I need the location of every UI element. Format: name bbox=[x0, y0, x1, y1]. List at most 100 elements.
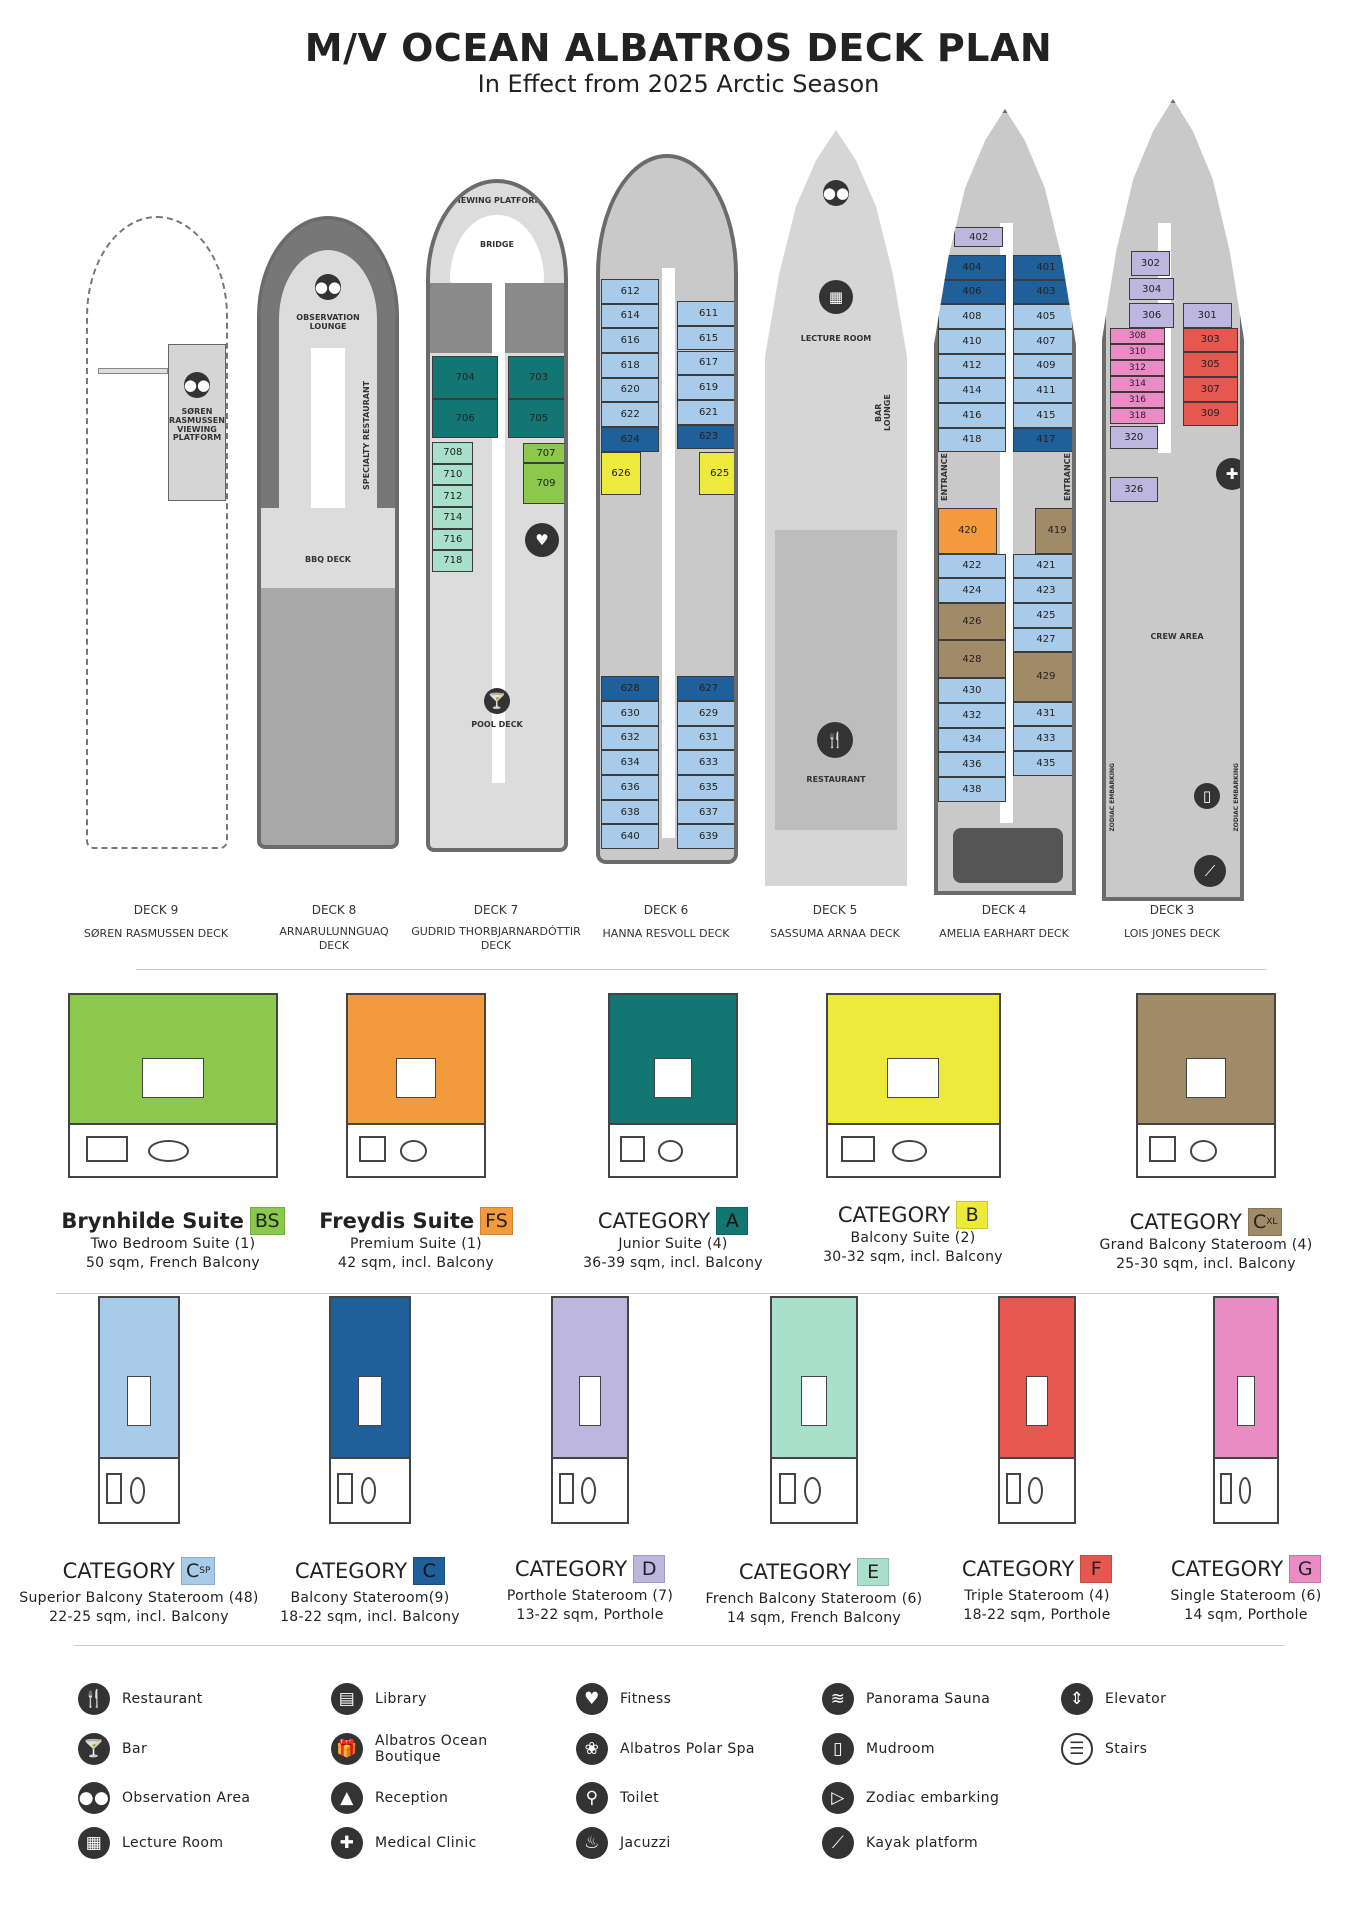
cabin-706[interactable]: 706 bbox=[432, 398, 498, 439]
cabin-621[interactable]: 621 bbox=[676, 399, 734, 425]
cabin-630[interactable]: 630 bbox=[601, 700, 660, 726]
reception-icon: ▲ bbox=[331, 1782, 363, 1814]
cabin-618[interactable]: 618 bbox=[601, 352, 660, 378]
cabin-402[interactable]: 402 bbox=[954, 226, 1004, 248]
cabin-708[interactable]: 708 bbox=[432, 442, 474, 464]
cabin-631[interactable]: 631 bbox=[676, 725, 734, 751]
cabin-303[interactable]: 303 bbox=[1182, 327, 1239, 353]
cabin-408[interactable]: 408 bbox=[938, 304, 1006, 329]
cabin-616[interactable]: 616 bbox=[601, 328, 660, 353]
cabin-412[interactable]: 412 bbox=[938, 353, 1006, 379]
cabin-435[interactable]: 435 bbox=[1013, 750, 1072, 776]
cabin-320[interactable]: 320 bbox=[1109, 426, 1158, 449]
cabin-405[interactable]: 405 bbox=[1013, 304, 1072, 329]
cabin-434[interactable]: 434 bbox=[938, 727, 1006, 753]
cabin-420[interactable]: 420 bbox=[938, 507, 998, 554]
cabin-629[interactable]: 629 bbox=[676, 700, 734, 726]
cabin-627[interactable]: 627 bbox=[676, 676, 734, 701]
cabin-640[interactable]: 640 bbox=[601, 824, 660, 850]
cabin-628[interactable]: 628 bbox=[601, 676, 660, 701]
cabin-308[interactable]: 308 bbox=[1109, 327, 1166, 344]
cabin-617[interactable]: 617 bbox=[676, 350, 734, 376]
cabin-318[interactable]: 318 bbox=[1109, 407, 1166, 424]
cabin-428[interactable]: 428 bbox=[938, 639, 1006, 679]
cabin-310[interactable]: 310 bbox=[1109, 343, 1166, 360]
cabin-309[interactable]: 309 bbox=[1182, 401, 1239, 427]
cabin-415[interactable]: 415 bbox=[1013, 402, 1072, 428]
cabin-422[interactable]: 422 bbox=[938, 553, 1006, 579]
cabin-615[interactable]: 615 bbox=[676, 325, 734, 351]
legend-item: ▤Library bbox=[331, 1683, 427, 1715]
cabin-407[interactable]: 407 bbox=[1013, 328, 1072, 354]
cabin-614[interactable]: 614 bbox=[601, 303, 660, 329]
cabin-421[interactable]: 421 bbox=[1013, 553, 1072, 579]
cabin-418[interactable]: 418 bbox=[938, 427, 1006, 453]
cabin-624[interactable]: 624 bbox=[601, 427, 660, 452]
cabin-438[interactable]: 438 bbox=[938, 776, 1006, 802]
cabin-619[interactable]: 619 bbox=[676, 375, 734, 400]
elevator-icon: ⇕ bbox=[1061, 1683, 1093, 1715]
cabin-417[interactable]: 417 bbox=[1013, 427, 1072, 453]
cabin-620[interactable]: 620 bbox=[601, 377, 660, 403]
cabin-305[interactable]: 305 bbox=[1182, 352, 1239, 377]
cabin-307[interactable]: 307 bbox=[1182, 376, 1239, 402]
cabin-326[interactable]: 326 bbox=[1109, 476, 1158, 502]
cabin-638[interactable]: 638 bbox=[601, 799, 660, 825]
cabin-636[interactable]: 636 bbox=[601, 775, 660, 800]
cabin-430[interactable]: 430 bbox=[938, 678, 1006, 703]
cabin-623[interactable]: 623 bbox=[676, 424, 734, 450]
cabin-301[interactable]: 301 bbox=[1182, 302, 1232, 328]
cabin-714[interactable]: 714 bbox=[432, 506, 474, 529]
cabin-423[interactable]: 423 bbox=[1013, 578, 1072, 603]
category-badge: E bbox=[857, 1558, 890, 1586]
cabin-703[interactable]: 703 bbox=[507, 355, 564, 399]
cabin-718[interactable]: 718 bbox=[432, 550, 474, 572]
cabin-429[interactable]: 429 bbox=[1013, 652, 1072, 702]
cabin-404[interactable]: 404 bbox=[938, 254, 1006, 280]
cabin-416[interactable]: 416 bbox=[938, 402, 1006, 428]
cabin-704[interactable]: 704 bbox=[432, 355, 498, 399]
cabin-611[interactable]: 611 bbox=[676, 301, 734, 326]
cabin-409[interactable]: 409 bbox=[1013, 353, 1072, 379]
cabin-710[interactable]: 710 bbox=[432, 463, 474, 486]
category-description: Balcony Stateroom(9)18-22 sqm, incl. Bal… bbox=[230, 1589, 510, 1627]
cabin-414[interactable]: 414 bbox=[938, 378, 1006, 403]
cabin-306[interactable]: 306 bbox=[1129, 302, 1174, 328]
category-description: Junior Suite (4)36-39 sqm, incl. Balcony bbox=[533, 1235, 813, 1273]
legend-label: Toilet bbox=[620, 1790, 660, 1806]
cabin-712[interactable]: 712 bbox=[432, 485, 474, 507]
cabin-403[interactable]: 403 bbox=[1013, 279, 1072, 305]
cabin-401[interactable]: 401 bbox=[1013, 254, 1072, 280]
cabin-709[interactable]: 709 bbox=[522, 463, 564, 504]
cabin-316[interactable]: 316 bbox=[1109, 391, 1166, 408]
cabin-637[interactable]: 637 bbox=[676, 799, 734, 825]
cabin-707[interactable]: 707 bbox=[522, 443, 564, 464]
cabin-716[interactable]: 716 bbox=[432, 528, 474, 551]
cabin-314[interactable]: 314 bbox=[1109, 375, 1166, 392]
cabin-634[interactable]: 634 bbox=[601, 750, 660, 775]
cabin-635[interactable]: 635 bbox=[676, 775, 734, 800]
cabin-431[interactable]: 431 bbox=[1013, 701, 1072, 727]
cabin-424[interactable]: 424 bbox=[938, 578, 1006, 603]
cabin-427[interactable]: 427 bbox=[1013, 627, 1072, 653]
cabin-432[interactable]: 432 bbox=[938, 702, 1006, 728]
cabin-633[interactable]: 633 bbox=[676, 750, 734, 775]
cabin-625[interactable]: 625 bbox=[698, 451, 734, 495]
cabin-632[interactable]: 632 bbox=[601, 725, 660, 751]
cabin-302[interactable]: 302 bbox=[1130, 251, 1171, 276]
cabin-622[interactable]: 622 bbox=[601, 402, 660, 427]
cabin-433[interactable]: 433 bbox=[1013, 726, 1072, 751]
cabin-312[interactable]: 312 bbox=[1109, 359, 1166, 376]
cabin-612[interactable]: 612 bbox=[601, 278, 660, 304]
cabin-705[interactable]: 705 bbox=[507, 398, 564, 439]
cabin-419[interactable]: 419 bbox=[1035, 507, 1072, 554]
cabin-426[interactable]: 426 bbox=[938, 602, 1006, 640]
cabin-304[interactable]: 304 bbox=[1129, 278, 1174, 301]
cabin-406[interactable]: 406 bbox=[938, 279, 1006, 305]
cabin-436[interactable]: 436 bbox=[938, 752, 1006, 777]
cabin-626[interactable]: 626 bbox=[601, 451, 641, 495]
cabin-425[interactable]: 425 bbox=[1013, 602, 1072, 628]
cabin-411[interactable]: 411 bbox=[1013, 378, 1072, 403]
cabin-639[interactable]: 639 bbox=[676, 824, 734, 850]
cabin-410[interactable]: 410 bbox=[938, 328, 1006, 354]
